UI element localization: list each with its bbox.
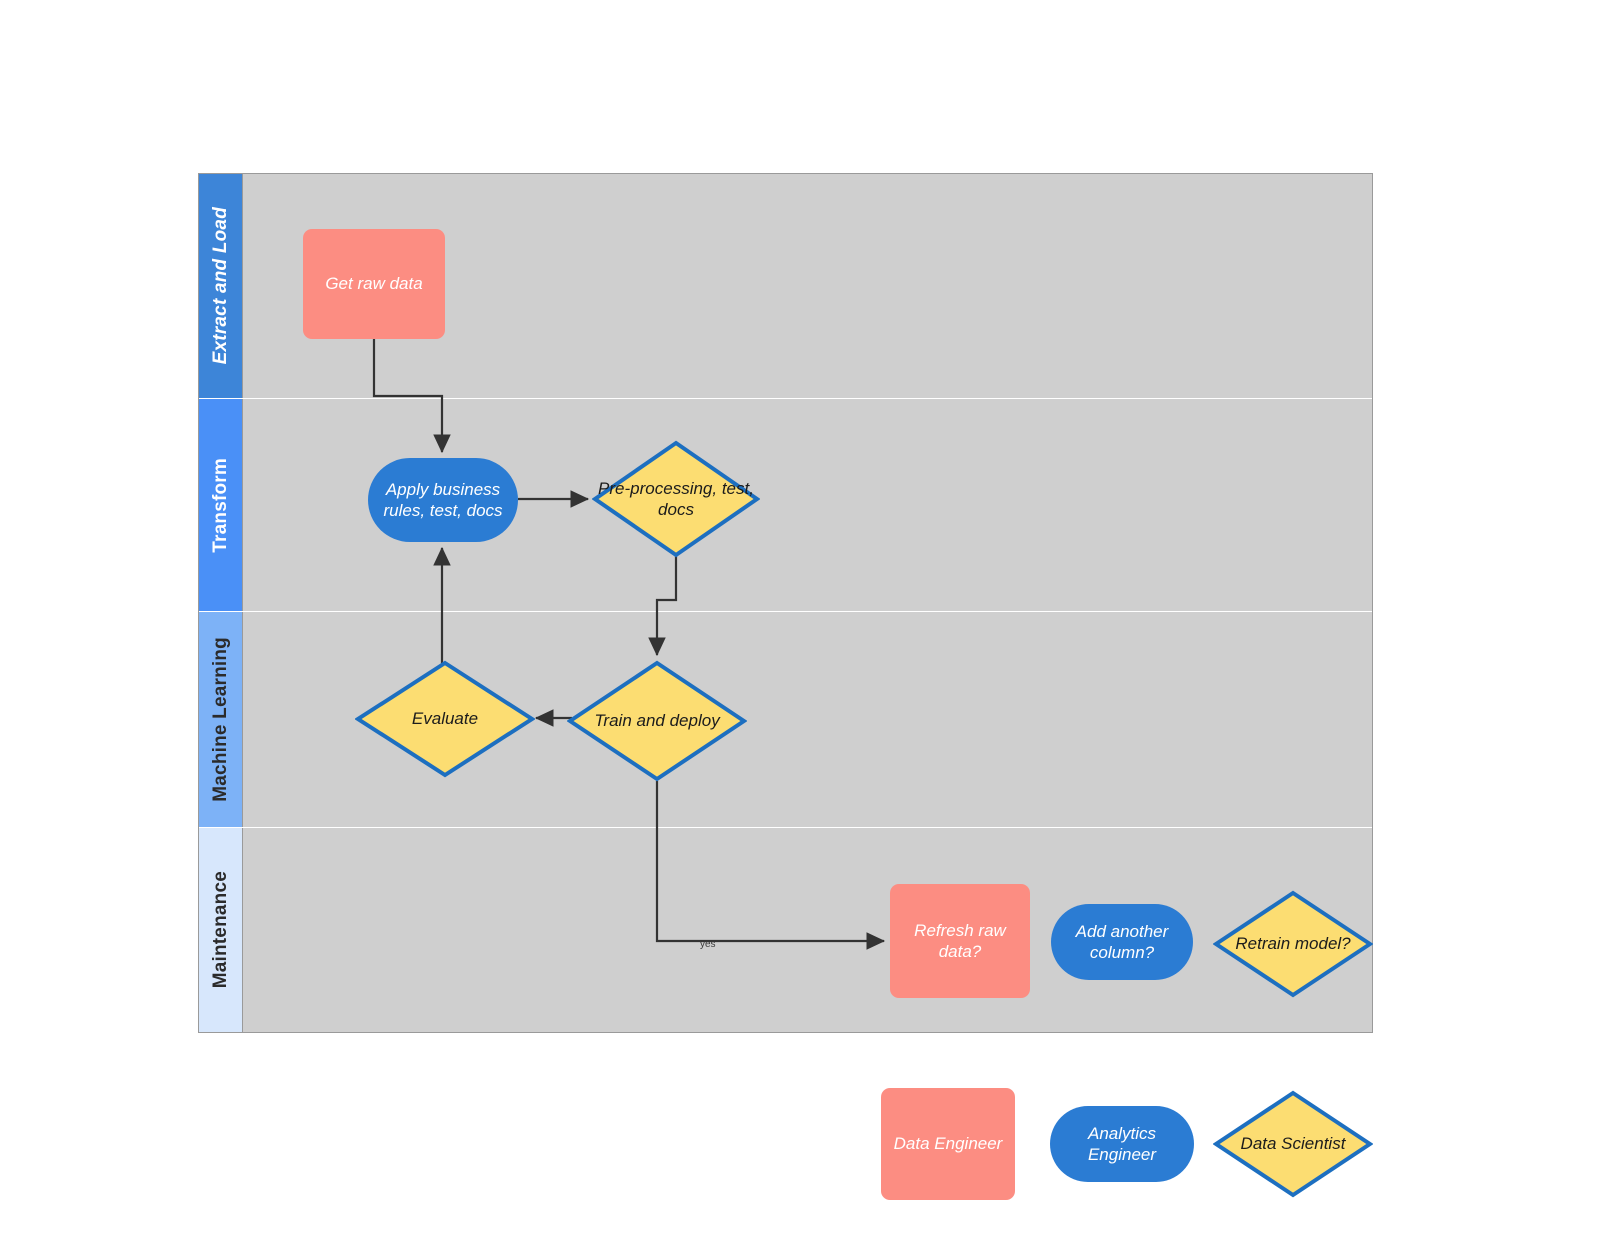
node-label-apply-business-rules: Apply business rules, test, docs: [383, 479, 503, 520]
diamond-shape-icon: [355, 660, 535, 778]
diamond-shape-icon: [1213, 890, 1373, 998]
legend-label-analytics-engineer: Analytics Engineer: [1087, 1123, 1157, 1164]
node-add-another-column[interactable]: Add another column?: [1051, 904, 1193, 980]
legend-item-analytics-engineer: Analytics Engineer: [1050, 1106, 1194, 1182]
legend-item-data-scientist: Data Scientist: [1213, 1090, 1373, 1198]
node-label-get-raw-data: Get raw data: [325, 274, 423, 294]
legend: Data Engineer Analytics Engineer Data Sc…: [0, 1060, 1600, 1220]
lane-transform: Transform: [199, 399, 1372, 612]
node-label-evaluate: Evaluate: [411, 709, 479, 729]
node-train-and-deploy[interactable]: Train and deploy: [567, 660, 747, 782]
node-label-train-and-deploy: Train and deploy: [594, 711, 720, 731]
node-label-pre-processing: Pre-processing, test, docs: [598, 478, 754, 519]
lane-maintenance: Maintenance: [199, 828, 1372, 1032]
lane-header-maintenance: Maintenance: [199, 828, 243, 1032]
lane-label-transform: Transform: [209, 457, 231, 553]
diamond-shape-icon: [567, 660, 747, 782]
lane-extract-and-load: Extract and Load: [199, 174, 1372, 399]
node-get-raw-data[interactable]: Get raw data: [303, 229, 445, 339]
lane-label-maintenance: Maintenance: [209, 871, 231, 989]
node-evaluate[interactable]: Evaluate: [355, 660, 535, 778]
node-retrain-model[interactable]: Retrain model?: [1213, 890, 1373, 998]
legend-item-data-engineer: Data Engineer: [881, 1088, 1015, 1200]
lane-label-machine-learning: Machine Learning: [209, 637, 231, 802]
lane-header-transform: Transform: [199, 399, 243, 611]
diamond-shape-icon: [1213, 1090, 1373, 1198]
diamond-shape-icon: [592, 440, 760, 558]
node-label-add-another-column: Add another column?: [1075, 921, 1169, 962]
lane-label-extract-and-load: Extract and Load: [209, 207, 231, 365]
lane-header-machine-learning: Machine Learning: [199, 612, 243, 827]
lane-body-maintenance: [243, 828, 1372, 1032]
node-label-refresh-raw-data: Refresh raw data?: [914, 920, 1006, 961]
node-refresh-raw-data[interactable]: Refresh raw data?: [890, 884, 1030, 998]
lane-header-extract-and-load: Extract and Load: [199, 174, 243, 398]
node-apply-business-rules[interactable]: Apply business rules, test, docs: [368, 458, 518, 542]
legend-label-data-scientist: Data Scientist: [1240, 1134, 1346, 1154]
node-pre-processing[interactable]: Pre-processing, test, docs: [592, 440, 760, 558]
legend-label-data-engineer: Data Engineer: [893, 1134, 1003, 1154]
node-label-retrain-model: Retrain model?: [1235, 934, 1351, 954]
